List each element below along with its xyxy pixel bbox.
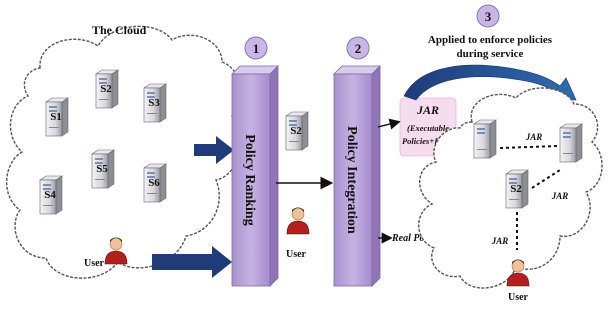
user-label-right: User [508,292,529,303]
server-label: S2 [100,83,112,95]
user-avatar-middle [286,207,310,235]
pillar-label: Policy Integration [344,126,359,234]
jar-subtitle-line1: (Executable [407,123,449,133]
step-1-badge: 1 [244,36,268,60]
jar-tag: JAR [525,132,543,142]
server-middle: S2 [285,111,309,151]
step-3-badge: 3 [476,4,500,28]
step-number: 1 [253,41,260,56]
jar-subtitle-line2: Policies+Data) [402,136,454,146]
server-right-s2: S2 [505,169,529,209]
cloud-title: The Cloud [92,23,147,37]
jar-tag: JAR [551,191,569,201]
server-label: S6 [148,177,160,189]
curved-arrow-apply [403,64,577,101]
step-number: 2 [355,41,362,56]
server-label: S1 [50,111,62,123]
arrow-user-to-ranking [152,246,232,278]
link-top [499,145,559,149]
pillar-label: Policy Ranking [242,134,257,225]
jar-title: JAR [416,103,439,117]
server-label: S3 [148,97,160,109]
user-label-left: User [84,258,105,269]
server-label: S2 [290,125,302,137]
user-label-middle: User [286,249,307,260]
step-number: 3 [485,9,492,24]
arrow-to-jar [377,118,401,130]
step-3-caption-line1: Applied to enforce policies [428,34,553,46]
pillar-policy-integration: Policy Integration [333,65,381,287]
server-s2: S2 [95,69,119,109]
pillar-policy-ranking: Policy Ranking [231,65,279,287]
jar-tag: JAR [491,236,509,246]
server-right-topleft [473,119,497,159]
server-label: S2 [510,183,522,195]
step-3-caption-line2: during service [457,48,524,60]
server-right-topright [559,123,583,163]
server-s6: S6 [143,163,167,203]
real-policies-label: Real Policies [391,233,446,244]
server-s3: S3 [143,83,167,123]
left-cloud [5,25,242,279]
server-label: S5 [96,163,108,175]
server-s5: S5 [91,149,115,189]
server-s1: S1 [45,97,69,137]
server-label: S4 [44,189,56,201]
server-s4: S4 [39,175,63,215]
step-2-badge: 2 [346,36,370,60]
arrow-cloud-to-ranking-top [194,136,234,164]
